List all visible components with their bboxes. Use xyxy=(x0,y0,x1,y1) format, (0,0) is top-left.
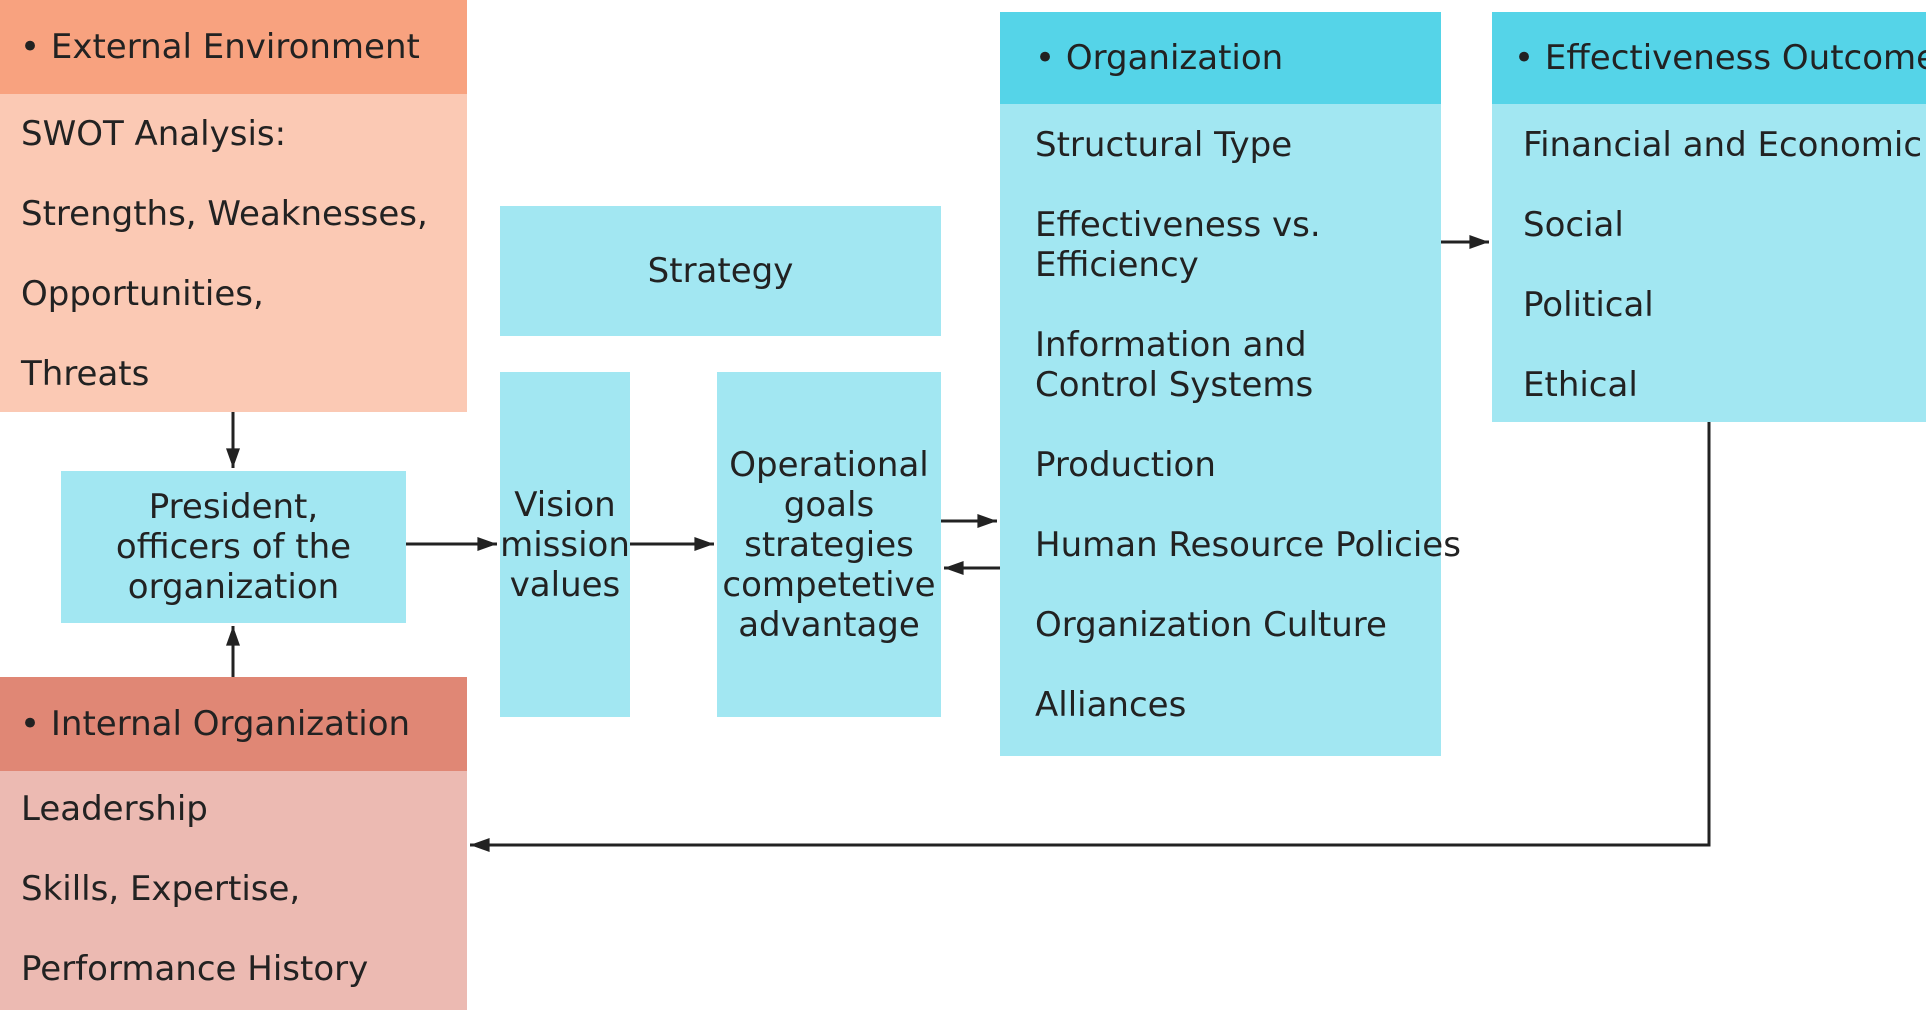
organization-item: Structural Type xyxy=(1035,125,1293,165)
organization-title: • Organization xyxy=(1035,38,1284,78)
strategy-label: Strategy xyxy=(647,251,794,291)
vision-box: Vision mission values xyxy=(500,372,630,717)
swot-item: SWOT Analysis: xyxy=(21,114,287,154)
arrow-outcomes-to-internal xyxy=(470,422,1711,852)
external-environment-header: • External Environment xyxy=(0,0,467,94)
organization-item: Control Systems xyxy=(1035,365,1314,405)
operational-box: Operational goals strategies competetive… xyxy=(717,372,941,717)
swot-item: Strengths, Weaknesses, xyxy=(21,194,428,234)
internal-organization-header: • Internal Organization xyxy=(0,677,467,771)
outcome-item: Social xyxy=(1523,205,1624,245)
president-box: President, officers of the organization xyxy=(61,471,406,623)
effectiveness-outcomes-box: • Effectiveness Outcomes Financial and E… xyxy=(1492,12,1926,422)
effectiveness-outcomes-header: • Effectiveness Outcomes xyxy=(1492,12,1926,104)
outcome-item: Ethical xyxy=(1523,365,1638,405)
internal-organization-box: • Internal Organization Leadership Skill… xyxy=(0,677,467,1010)
organization-item: Information and xyxy=(1035,325,1307,365)
organization-item: Organization Culture xyxy=(1035,605,1387,645)
organization-item: Efficiency xyxy=(1035,245,1199,285)
external-environment-title: • External Environment xyxy=(20,27,420,67)
internal-organization-title: • Internal Organization xyxy=(20,704,411,744)
swot-item: Opportunities, xyxy=(21,274,264,314)
organization-item: Production xyxy=(1035,445,1216,485)
internal-item: Leadership xyxy=(21,789,208,829)
internal-item: Performance History xyxy=(21,949,369,989)
outcome-item: Financial and Economic xyxy=(1523,125,1923,165)
president-label: President, officers of the organization xyxy=(115,487,352,607)
effectiveness-outcomes-title: • Effectiveness Outcomes xyxy=(1514,38,1926,78)
external-environment-box: • External Environment SWOT Analysis: St… xyxy=(0,0,467,412)
organization-box: • Organization Structural Type Effective… xyxy=(1000,12,1461,756)
outcome-item: Political xyxy=(1523,285,1654,325)
organization-item: Human Resource Policies xyxy=(1035,525,1461,565)
organization-item: Effectiveness vs. xyxy=(1035,205,1321,245)
swot-item: Threats xyxy=(21,354,150,394)
vision-label: Vision mission values xyxy=(500,484,630,605)
internal-item: Skills, Expertise, xyxy=(21,869,301,909)
strategy-box: Strategy xyxy=(500,206,941,336)
organization-item: Alliances xyxy=(1035,685,1187,725)
organization-header: • Organization xyxy=(1000,12,1441,104)
operational-label: Operational goals strategies competetive… xyxy=(722,444,936,645)
